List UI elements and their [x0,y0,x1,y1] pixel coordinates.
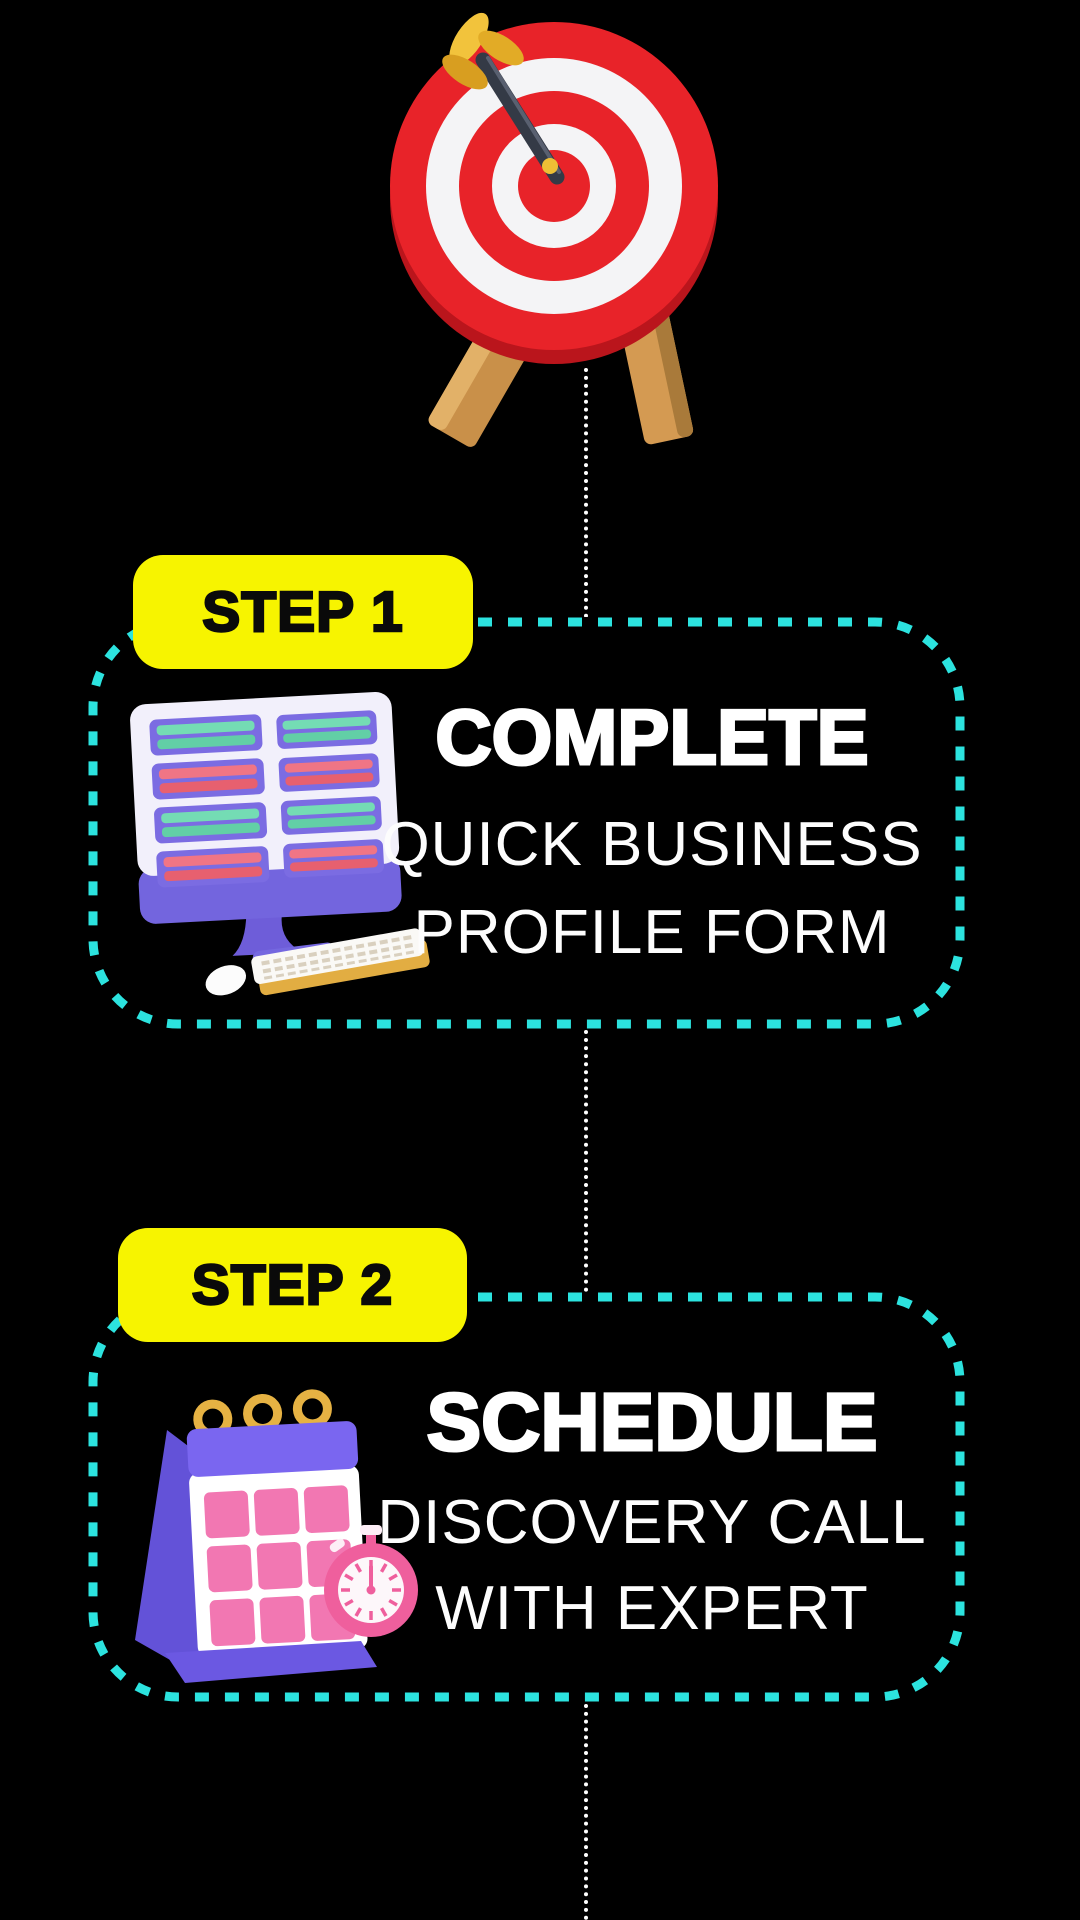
step2-box-border [88,1292,965,1702]
step2-badge-label: STEP 2 [191,1252,394,1319]
step2-line2: WITH EXPERT [435,1574,869,1643]
dartboard-target-icon [390,12,718,447]
step1-title: COMPLETE [434,693,870,781]
step2-title: SCHEDULE [425,1377,879,1468]
stopwatch-icon [324,1525,418,1637]
step1-box-border [88,617,965,1029]
connector-line-segment-bottom [584,1704,588,1920]
step1-badge: STEP 1 [133,555,473,669]
calendar-side [135,1430,200,1677]
step1-line2: PROFILE FORM [413,898,891,967]
mouse-icon [205,965,247,996]
calendar-base [165,1641,377,1683]
connector-line-segment-middle [584,1030,588,1292]
calendar-stopwatch-icon [135,1389,418,1683]
target-board [390,22,718,364]
monitor-screen [130,692,402,924]
step1-line1: QUICK BUSINESS [381,810,923,879]
step2-badge: STEP 2 [118,1228,467,1342]
calendar-header [186,1421,359,1477]
keyboard-icon [251,928,430,996]
step1-badge-label: STEP 1 [201,579,404,646]
form-rows [149,710,385,888]
dart-icon [442,12,565,185]
step2-line1: DISCOVERY CALL [377,1488,927,1557]
connector-line-segment-top [584,368,588,618]
computer-monitor-form-icon [130,692,430,996]
